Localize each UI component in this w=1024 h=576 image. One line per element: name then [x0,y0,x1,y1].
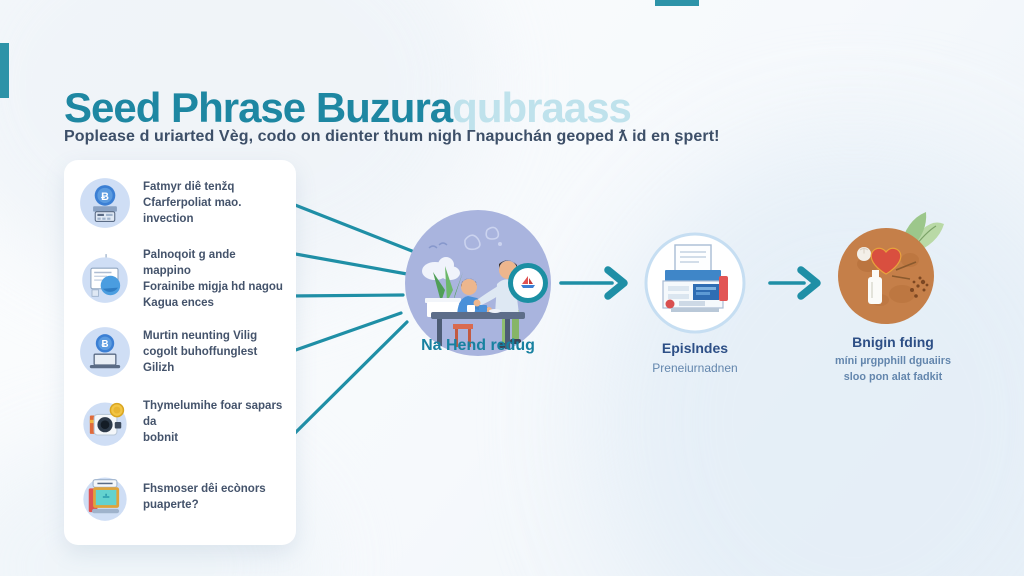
item-text-line: Cfarferpoliat mao. invection [143,196,242,226]
mentoring-scene-illustration [405,210,551,356]
item-text-line: Thymelumihe foar sapars da [143,399,283,428]
page-subtitle: Poplease d uriarted Vèg, codo on dienter… [64,128,720,145]
top-accent-bar [655,0,699,6]
svg-text:Ƀ: Ƀ [101,191,109,203]
item-text-line: Forainibe migja hd nagou [143,281,283,294]
item-text-line: Fhsmoser dêi ecònors [143,482,266,495]
arrow-right-icon [559,266,628,300]
list-item: Thymelumihe foar sapars da bobnit [79,396,285,448]
step-subtitle: míni µrgpphill dguaiirs [835,355,951,367]
step-subtitle: sloo pon alat fadkit [843,371,943,384]
monitor-icon [79,471,131,523]
list-item: Ƀ Fatmyr diê tenžq Cfarferpoliat mao. in… [79,177,285,229]
item-text-line: puaperte? [143,499,199,511]
item-text-line: Murtin neunting Vilig [143,329,258,342]
svg-text:Ƀ: Ƀ [101,339,108,350]
page-title: Seed Phrase Buzuraqubraass [64,84,632,132]
step-caption: Epislndes Preneiurnadnen [613,340,777,377]
sailboat-badge-icon [508,263,548,303]
coin-calculator-icon: Ƀ [79,177,131,229]
topics-card: Ƀ Fatmyr diê tenžq Cfarferpoliat mao. in… [64,160,296,545]
item-text-line: Palnoqoit g ande mappino [143,249,236,278]
step-subtitle: Preneiurnadnen [652,361,738,375]
map-document-icon [79,253,131,305]
compost-illustration [828,206,952,330]
arrow-right-icon [768,266,821,300]
center-step-caption: Na Hend redug [421,337,535,354]
step-title: Epislndes [661,340,729,356]
item-text-line: bobnit [143,432,179,445]
left-accent-bar [0,43,9,98]
step-title: Bnigin fding [852,334,934,350]
page-title-secondary: qubraass [452,84,632,132]
coin-laptop-icon: Ƀ [79,326,131,378]
page-title-primary: Seed Phrase Buzura [64,84,453,132]
list-item: Fhsmoser dêi ecònors puaperte? [79,471,285,523]
list-item: Ƀ Murtin neunting Vilig cogolt buhoffung… [79,326,285,378]
list-item: Palnoqoit g ande mappino Forainibe migja… [79,247,285,311]
step-caption: Bnigin fding míni µrgpphill dguaiirs slo… [806,334,980,385]
printer-illustration [643,231,747,335]
converging-lines [286,201,414,440]
camera-coin-icon [79,396,131,448]
item-text-line: Fatmyr diê tenžq [143,180,235,193]
item-text-line: Kagua ences [143,297,214,310]
item-text-line: cogolt buhoffunglest Gilizh [143,345,258,375]
